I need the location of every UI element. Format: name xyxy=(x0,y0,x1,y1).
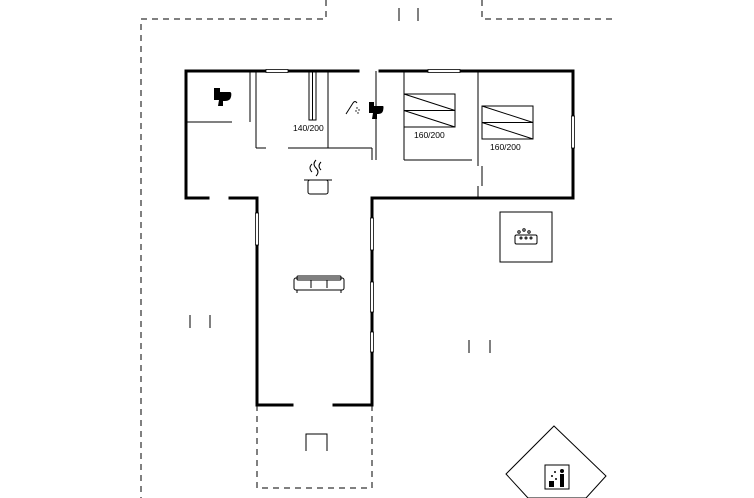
bed-icon xyxy=(403,93,456,128)
bed-label-1: 140/200 xyxy=(293,123,324,133)
bed-icon xyxy=(481,105,534,140)
toilet-icon xyxy=(369,102,384,119)
sofa-icon xyxy=(293,275,345,293)
exterior-walls xyxy=(184,69,575,407)
terrace-outline xyxy=(140,0,612,498)
sauna-icon xyxy=(505,425,607,498)
shower-icon xyxy=(345,101,360,115)
windows xyxy=(255,69,575,353)
bed-icon xyxy=(308,71,317,121)
bed-label-3: 160/200 xyxy=(490,142,521,152)
bench-icon xyxy=(305,433,328,451)
hot-tub-icon xyxy=(499,211,553,263)
bed-label-2: 160/200 xyxy=(414,130,445,140)
toilet-icon xyxy=(214,88,232,106)
cooking-pot-icon xyxy=(304,159,332,195)
marker-ticks xyxy=(189,8,491,353)
